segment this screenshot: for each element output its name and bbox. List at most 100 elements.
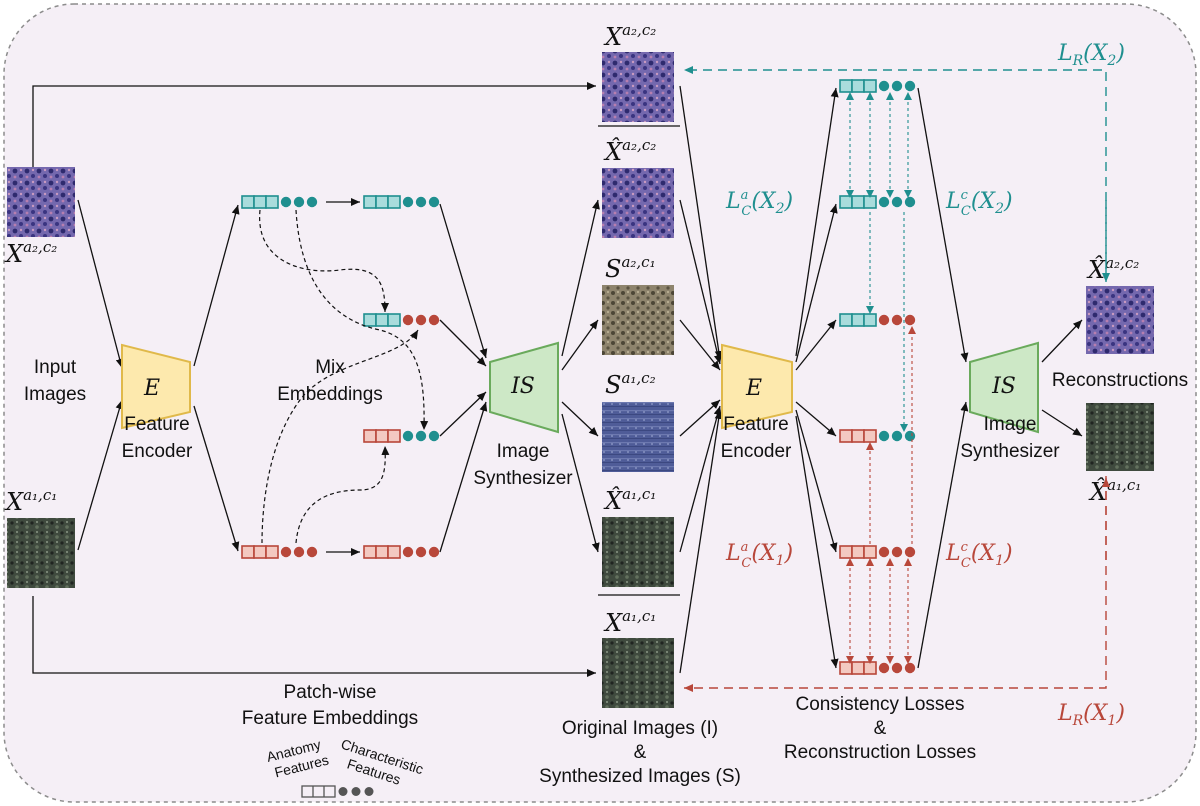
feature-encoder-1-label-2: Encoder (122, 441, 193, 462)
feature-encoder-1-label-1: Feature (124, 414, 189, 435)
arrow-e1-is2 (917, 87, 969, 363)
embedding-enc2-xhat2 (839, 195, 916, 209)
lr-x2-label: LR(X2) (1057, 41, 1125, 69)
recon-xhat1-label: X̂a₁,c₁ (603, 485, 656, 515)
arrow-emb4-is (439, 401, 488, 553)
embedding-x2-original (241, 195, 318, 209)
orig-x1-label: Xa₁,c₁ (603, 607, 656, 637)
synth-1-symbol: IS (510, 374, 535, 399)
legend-embedding (301, 785, 374, 798)
consistency-arrows-teal (846, 92, 912, 432)
synth-image-s21 (602, 285, 674, 355)
feature-encoder-1 (121, 343, 191, 430)
arrow-s21-enc2 (679, 319, 721, 371)
mix-curve-3 (261, 329, 419, 544)
orig-x2-label: Xa₂,c₂ (603, 21, 656, 51)
encoder-1-symbol: E (143, 376, 160, 401)
input-image-x2 (7, 167, 75, 237)
feature-encoder-2-label-1: Feature (723, 414, 788, 435)
consistency-arrows-red (846, 326, 916, 664)
recon-image-x2 (1086, 286, 1154, 354)
losses-label-1: Consistency Losses (796, 694, 965, 715)
arrow-s12-enc2 (679, 399, 721, 437)
image-synthesizer-2 (969, 341, 1039, 434)
mix-curve-2 (295, 209, 429, 431)
embedding-x2 (363, 195, 440, 209)
arrow-x2-encoder (77, 199, 124, 369)
arrow-x2-enc2 (679, 85, 723, 361)
mix-curve-1 (259, 209, 389, 313)
input-images-label-2: Images (24, 384, 86, 405)
embedding-mix-a1c2 (363, 429, 440, 443)
embedding-enc2-x2 (839, 79, 916, 93)
synth-image-s12 (602, 402, 674, 472)
reconstructions-label: Reconstructions (1052, 370, 1188, 391)
arrow-is-xhat2 (561, 199, 600, 357)
recon-xhat2-label: X̂a₂,c₂ (603, 136, 656, 166)
arrow-e6-is2 (917, 401, 969, 669)
image-synthesizer-2-label-2: Synthesizer (960, 441, 1060, 462)
arrow-is2-recon1 (1041, 409, 1083, 437)
arrow-enc2-e5 (795, 409, 838, 553)
bypass-arrow-x1 (32, 596, 596, 677)
patchwise-label-1: Patch-wise (284, 682, 377, 703)
original-synth-label-2: & (634, 742, 647, 763)
arrow-emb2-is (439, 319, 487, 367)
arrow-enc2-e4 (795, 401, 837, 437)
feature-encoder-2-label-2: Encoder (721, 441, 792, 462)
input-x2-label: Xa₂,c₂ (4, 238, 57, 268)
mix-embeddings-label-1: Mix (315, 357, 345, 378)
losses-label-3: Reconstruction Losses (784, 742, 976, 763)
arrow-encoder-emb-top (193, 204, 240, 367)
original-synth-label-1: Original Images (I) (562, 718, 718, 739)
embedding-mix-a2c1 (363, 313, 440, 327)
arrow-x1-encoder (77, 399, 124, 551)
mix-embeddings-label-2: Embeddings (277, 384, 383, 405)
feature-encoder-2 (721, 343, 793, 430)
image-synthesizer-1-label-2: Synthesizer (473, 468, 573, 489)
input-images-label-1: Input (34, 357, 77, 378)
arrow-xhat2-enc2 (679, 199, 722, 365)
s21-label: Sa₂,c₁ (605, 253, 656, 283)
mix-curve-4 (295, 445, 390, 544)
orig-image-x1 (602, 638, 674, 708)
embedding-enc2-xhat1 (839, 545, 916, 559)
input-x1-label: Xa₁,c₁ (4, 486, 57, 516)
image-synthesizer-2-label-1: Image (984, 414, 1037, 435)
arrow-emb3-is (439, 391, 487, 437)
embedding-enc2-s12 (839, 429, 916, 443)
bypass-arrow-x2 (32, 82, 596, 167)
arrow-is2-recon2 (1041, 319, 1083, 363)
arrow-encoder-emb-bottom (193, 405, 240, 552)
arrow-is-xhat1 (561, 413, 600, 553)
arrow-enc2-e3 (795, 319, 837, 371)
arrow-xhat1-enc2 (679, 405, 722, 553)
arrow-x1-enc2 (679, 409, 723, 674)
embedding-enc2-x1 (839, 661, 916, 675)
embedding-enc2-s21 (839, 313, 916, 327)
arrow-is-s21 (561, 319, 599, 371)
arrow-is-s12 (561, 401, 599, 437)
image-synthesizer-1 (489, 341, 559, 434)
arrow-emb1-is (439, 203, 488, 359)
embedding-x1-original (241, 545, 318, 559)
recon-image-x1 (1086, 403, 1154, 471)
s12-label: Sa₁,c₂ (605, 369, 656, 399)
recon-loss-path-x1 (684, 476, 1107, 692)
encoder-2-symbol: E (745, 376, 762, 401)
image-synthesizer-1-label-1: Image (497, 441, 550, 462)
embedding-group (241, 79, 916, 675)
patchwise-label-2: Feature Embeddings (242, 708, 418, 729)
embedding-x1 (363, 545, 440, 559)
arrow-enc2-e1 (795, 87, 839, 357)
arrow-enc2-e2 (795, 203, 838, 363)
lr-x1-label: LR(X1) (1057, 701, 1125, 729)
input-image-x1 (7, 518, 75, 588)
arrow-enc2-e6 (795, 415, 839, 669)
synth-image-xhat2 (602, 168, 674, 238)
synth-image-xhat1 (602, 517, 674, 587)
